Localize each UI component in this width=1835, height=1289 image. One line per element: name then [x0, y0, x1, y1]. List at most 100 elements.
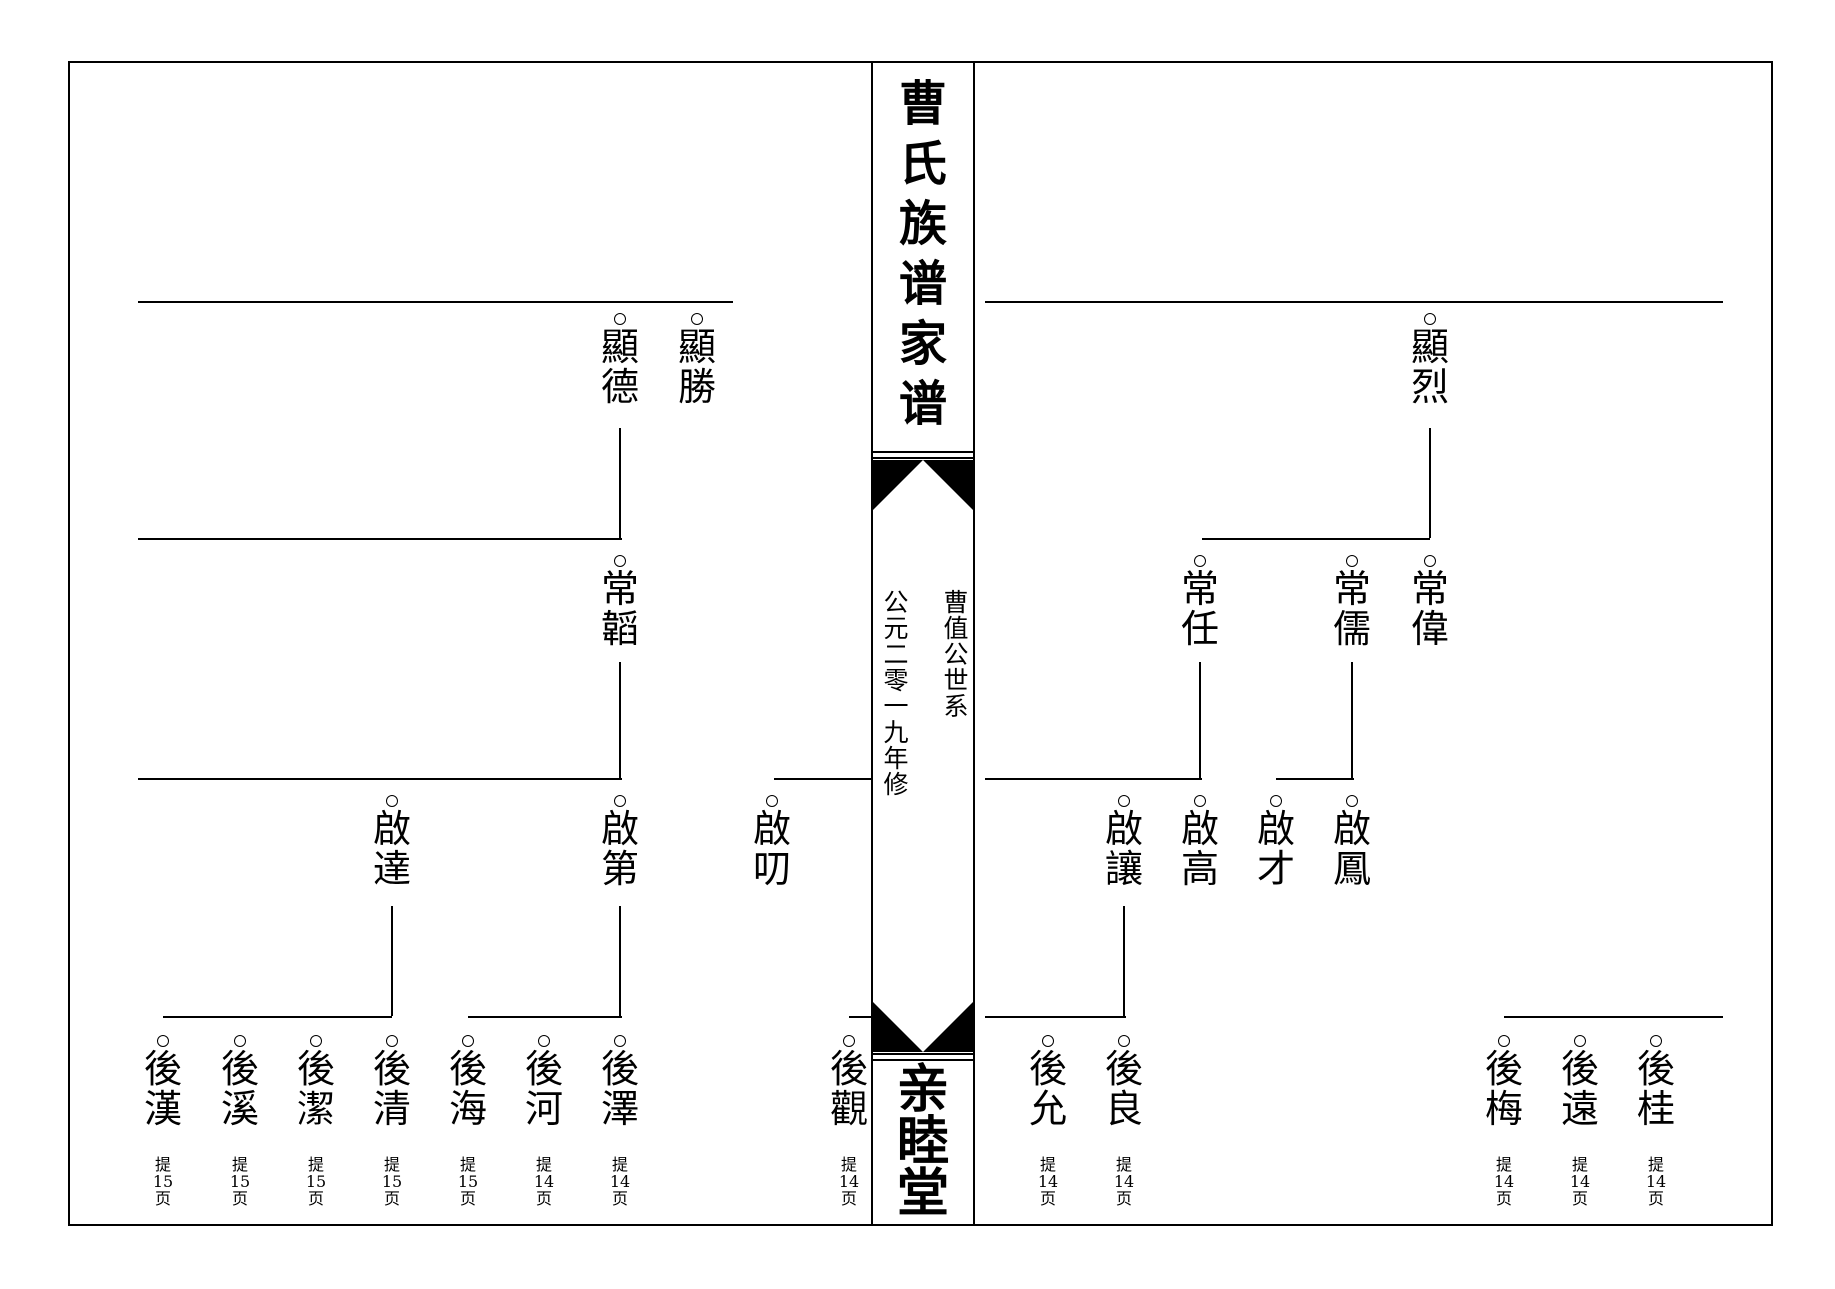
- rule-7: [1276, 778, 1354, 780]
- rule-12: [1504, 1016, 1723, 1018]
- spine-subtitle-char: 公: [943, 640, 969, 669]
- person-name-char: 良: [1104, 1087, 1143, 1131]
- connector-4: [1429, 428, 1431, 538]
- rule-0: [138, 301, 733, 303]
- person-name-char: 常: [1410, 567, 1449, 611]
- page-ref-part: 提: [1039, 1155, 1056, 1174]
- page-ref-part: 提: [154, 1155, 171, 1174]
- page-ref-part: 提: [459, 1155, 476, 1174]
- person-ring-icon: [386, 1035, 398, 1047]
- person-name-char: 溪: [220, 1087, 259, 1131]
- person-ring-icon: [1424, 555, 1436, 567]
- page-ref-part: 页: [307, 1189, 324, 1208]
- spine-date-char: 一: [883, 692, 909, 721]
- page-ref-part: 提: [231, 1155, 248, 1174]
- page-ref-part: 14: [533, 1172, 555, 1191]
- person-qidi: 啟第: [593, 795, 647, 889]
- page-ref-part: 15: [152, 1172, 174, 1191]
- page-ref-part: 页: [231, 1189, 248, 1208]
- person-qida: 啟達: [365, 795, 419, 889]
- spine-title-char: 曹: [898, 76, 947, 132]
- page-ref-part: 14: [609, 1172, 631, 1191]
- person-houhan: 後漢: [136, 1035, 190, 1129]
- person-name-char: 澤: [600, 1087, 639, 1131]
- person-name-char: 德: [600, 365, 639, 409]
- person-name-char: 勝: [677, 365, 716, 409]
- center-spine: [871, 61, 975, 1226]
- spine-title-char: 谱: [898, 256, 947, 312]
- person-name-char: 後: [1560, 1047, 1599, 1091]
- person-xianlie: 顯烈: [1403, 313, 1457, 407]
- person-name-char: 觀: [829, 1087, 868, 1131]
- rule-8: [163, 1016, 392, 1018]
- person-ring-icon: [1042, 1035, 1054, 1047]
- spine-date-char: 零: [883, 666, 909, 695]
- person-name-char: 韜: [600, 607, 639, 651]
- rule-9: [468, 1016, 622, 1018]
- person-name-char: 啟: [1332, 807, 1371, 851]
- connector-0: [619, 428, 621, 538]
- connector-6: [1351, 662, 1353, 778]
- person-qigao: 啟高: [1173, 795, 1227, 889]
- rule-11: [985, 1016, 1126, 1018]
- person-ring-icon: [1650, 1035, 1662, 1047]
- page-ref-part: 提: [307, 1155, 324, 1174]
- person-houmei: 後梅: [1477, 1035, 1531, 1129]
- person-houqing: 後清: [365, 1035, 419, 1129]
- person-name-char: 允: [1028, 1087, 1067, 1131]
- page-border: [68, 61, 1773, 1226]
- page-ref-part: 提: [611, 1155, 628, 1174]
- spine-date-char: 年: [883, 744, 909, 773]
- person-ring-icon: [1346, 555, 1358, 567]
- person-name-char: 河: [524, 1087, 563, 1131]
- rule-4: [138, 778, 622, 780]
- person-houxi: 後溪: [213, 1035, 267, 1129]
- person-ring-icon: [1194, 795, 1206, 807]
- person-ring-icon: [614, 313, 626, 325]
- page-ref-part: 页: [154, 1189, 171, 1208]
- page-ref-part: 页: [1495, 1189, 1512, 1208]
- person-ring-icon: [157, 1035, 169, 1047]
- person-houguan: 後觀: [822, 1035, 876, 1129]
- page-ref-part: 14: [1493, 1172, 1515, 1191]
- person-name-char: 後: [143, 1047, 182, 1091]
- person-name-char: 鳳: [1332, 847, 1371, 891]
- person-ring-icon: [538, 1035, 550, 1047]
- person-name-char: 後: [600, 1047, 639, 1091]
- person-name-char: 啟: [372, 807, 411, 851]
- rule-10: [849, 1016, 873, 1018]
- page-ref-part: 15: [305, 1172, 327, 1191]
- spine-date-char: 二: [883, 640, 909, 669]
- person-houze: 後澤: [593, 1035, 647, 1129]
- page-ref-part: 提: [1495, 1155, 1512, 1174]
- person-changren: 常任: [1173, 555, 1227, 649]
- person-ring-icon: [1194, 555, 1206, 567]
- page-ref-part: 页: [1647, 1189, 1664, 1208]
- spine-title-char: 家: [898, 316, 947, 372]
- rule-3: [1202, 538, 1430, 540]
- person-houhe: 後河: [517, 1035, 571, 1129]
- person-ring-icon: [1346, 795, 1358, 807]
- spine-date-char: 修: [883, 770, 909, 799]
- page-ref-part: 14: [1113, 1172, 1135, 1191]
- page-ref-part: 提: [1115, 1155, 1132, 1174]
- person-name-char: 常: [1332, 567, 1371, 611]
- spine-chevron-top: [873, 460, 973, 510]
- connector-3: [619, 906, 621, 1016]
- person-ring-icon: [843, 1035, 855, 1047]
- person-name-char: 梅: [1484, 1087, 1523, 1131]
- person-name-char: 啟: [1104, 807, 1143, 851]
- person-changtao: 常韜: [593, 555, 647, 649]
- spine-date-char: 元: [883, 614, 909, 643]
- page-ref-part: 提: [1647, 1155, 1664, 1174]
- person-houliang: 後良: [1097, 1035, 1151, 1129]
- person-ring-icon: [614, 555, 626, 567]
